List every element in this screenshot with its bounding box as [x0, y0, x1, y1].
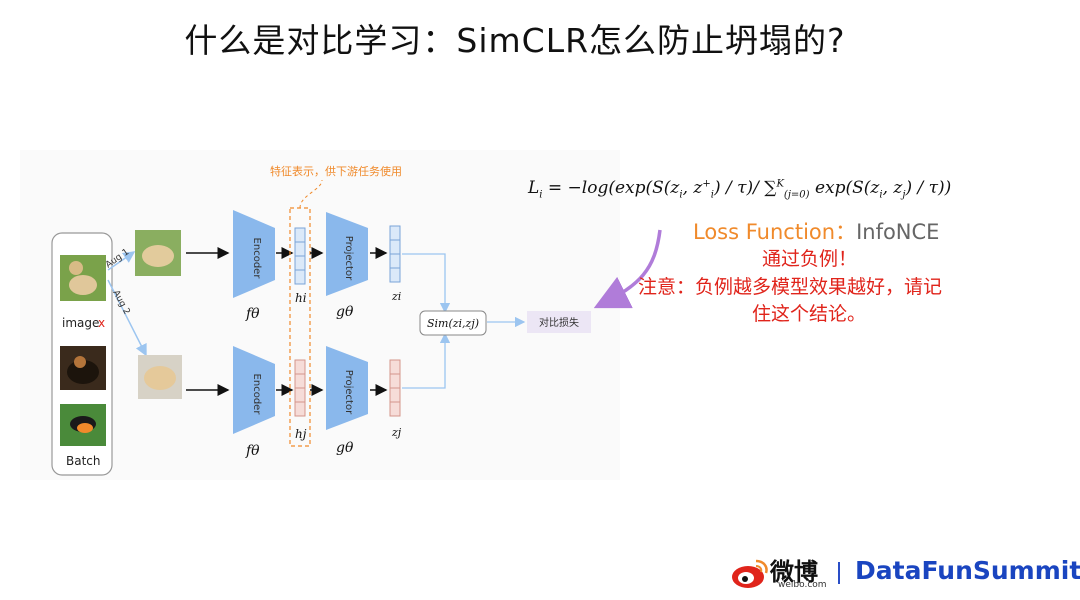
loss-function-value: InfoNCE — [856, 220, 940, 244]
h-bottom-label: hj — [295, 427, 307, 441]
f-label-bottom: fθ — [245, 443, 260, 459]
weibo-text: 微博 — [770, 558, 818, 586]
weibo-domain: weibo.com — [778, 580, 827, 590]
augmented-image-top — [135, 230, 181, 276]
infonce-formula: Li = −log(exp(S(zi, z+i) / τ)/ ∑K(j=0) e… — [528, 178, 952, 201]
encoder-bottom-label: Encoder — [251, 374, 262, 416]
brand-name: DataFunSummit — [855, 556, 1080, 585]
augmented-image-bottom — [138, 355, 182, 399]
h-vector-top — [294, 227, 306, 285]
note-line-1: 通过负例！ — [762, 248, 858, 270]
puppy-image-icon — [60, 346, 106, 390]
z-top-label: zi — [391, 290, 401, 303]
contrast-loss-box — [527, 311, 591, 333]
weibo-logo-icon — [732, 559, 768, 588]
projector-bottom — [326, 346, 368, 430]
h-top-label: hi — [295, 291, 307, 305]
encoder-top-label: Encoder — [251, 238, 262, 280]
image-x-mark: x — [98, 316, 105, 330]
g-label-top: gθ — [336, 304, 354, 320]
projector-bottom-label: Projector — [343, 370, 354, 415]
page-title: 什么是对比学习：SimCLR怎么防止坍塌的? — [184, 21, 846, 60]
contrast-loss-label: 对比损失 — [539, 316, 579, 329]
loss-function-label: Loss Function — [693, 220, 836, 244]
batch-label: Batch — [66, 454, 101, 468]
dog-image-icon — [60, 255, 106, 301]
h-vector-bottom — [294, 359, 306, 417]
z-vector-top — [389, 225, 401, 283]
z-bottom-label: zj — [391, 426, 402, 439]
bird-image-icon — [60, 404, 106, 446]
callout-arrow — [593, 229, 662, 309]
projector-top — [326, 212, 368, 296]
encoder-top — [233, 210, 275, 298]
feature-annotation: 特征表示，供下游任务使用 — [270, 164, 402, 178]
note-line-3: 住这个结论。 — [752, 303, 867, 325]
footer-separator — [838, 562, 840, 584]
loss-function-line: Loss Function：InfoNCE — [693, 220, 940, 244]
note-line-2: 注意：负例越多模型效果越好，请记 — [638, 276, 943, 298]
sim-box — [419, 310, 487, 336]
encoder-bottom — [233, 346, 275, 434]
sim-label: Sim(zi,zj) — [427, 317, 479, 330]
g-label-bottom: gθ — [336, 440, 354, 456]
f-label-top: fθ — [245, 306, 260, 322]
projector-top-label: Projector — [343, 236, 354, 281]
z-vector-bottom — [389, 359, 401, 417]
image-label: image — [62, 316, 99, 330]
diagram-panel — [20, 150, 620, 480]
